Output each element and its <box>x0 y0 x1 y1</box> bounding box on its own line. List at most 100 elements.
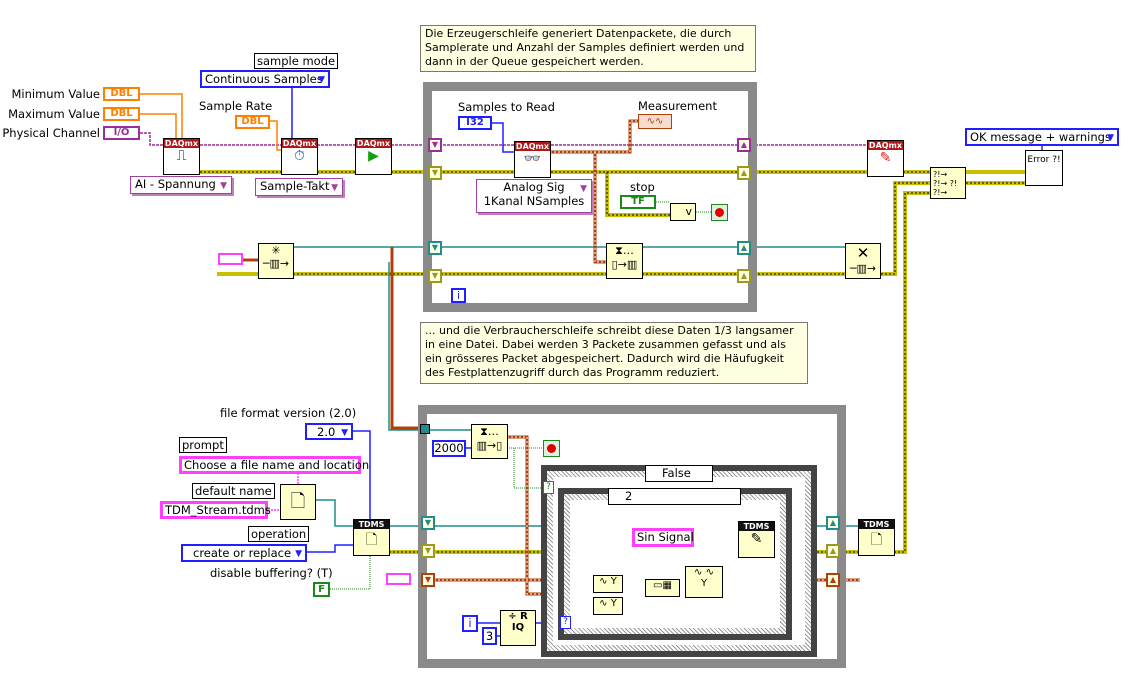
queue-shift-register-left: ▼ <box>428 241 442 255</box>
divisor-constant[interactable]: 3 <box>482 627 497 645</box>
case-selector-inner[interactable]: 2 <box>608 488 741 505</box>
error-shift-register-right-2: ▲ <box>737 269 751 283</box>
comment-consumer: ... und die Verbraucherschleife schreibt… <box>420 322 808 384</box>
tdms-write-node[interactable]: TDMS✎ <box>738 521 775 558</box>
queue-wire <box>293 246 858 527</box>
node-header: TDMS <box>859 520 894 529</box>
queue-tunnel <box>420 424 430 434</box>
producer-while-loop <box>423 82 757 312</box>
daqmx-read-node[interactable]: DAQmx👓 <box>514 141 551 178</box>
error-shift-register-right: ▲ <box>737 166 751 180</box>
simple-error-handler-node[interactable]: Error ?! <box>1025 150 1063 186</box>
sample-mode-constant[interactable]: Continuous Samples <box>200 70 330 88</box>
file-format-label: file format version (2.0) <box>220 406 357 420</box>
prompt-label: prompt <box>179 437 227 453</box>
stop-icon <box>547 444 556 453</box>
error-shift-register-left: ▼ <box>428 166 442 180</box>
close-file-icon: 🗋 <box>870 532 883 548</box>
get-waveform-components-2: ∿ Y <box>593 597 623 615</box>
waveform-icon: ∿∿ <box>646 116 664 127</box>
min-value-label: Minimum Value <box>11 87 100 101</box>
queue-type-constant <box>218 253 243 265</box>
bool-wire <box>330 201 711 590</box>
tdms-open-node[interactable]: TDMS 🗋 <box>353 519 390 556</box>
dequeue-icon: ⧗…▥→▯ <box>476 425 503 452</box>
prompt-constant[interactable]: Choose a file name and location <box>179 456 369 474</box>
min-value-control[interactable]: DBL <box>103 87 140 101</box>
sample-rate-control[interactable]: DBL <box>235 115 270 129</box>
merge-errors-icon: ?!→?!→ ?!?!→ <box>933 170 958 197</box>
release-queue-node[interactable]: ✕─▥→ <box>845 243 881 279</box>
comment-producer: Die Erzeugerschleife generiert Datenpack… <box>420 25 756 72</box>
max-value-label: Maximum Value <box>8 107 100 121</box>
consumer-loop-condition <box>543 440 560 457</box>
daqmx-create-channel-node[interactable]: DAQmx⎍ <box>163 138 200 175</box>
disable-buffering-label: disable buffering? (T) <box>210 566 333 580</box>
tdms-ref-shift-right: ▲ <box>826 516 840 530</box>
play-icon: ▶ <box>368 148 379 164</box>
create-channel-selector[interactable]: AI - Spannung <box>130 176 232 194</box>
task-tunnel-left: ▼ <box>428 138 442 152</box>
default-name-constant[interactable]: TDM_Stream.tdms <box>160 501 271 519</box>
node-header: DAQmx <box>282 139 317 148</box>
error-shift-register-left-2: ▼ <box>428 269 442 283</box>
build-waveform-node: ∿ ∿Y <box>685 566 723 598</box>
disable-buffering-constant[interactable]: F <box>313 582 330 597</box>
enqueue-icon: ⧗…▯→▥ <box>611 244 638 271</box>
create-channel-icon: ⎍ <box>176 148 187 164</box>
merge-errors-node[interactable]: ?!→?!→ ?!?!→ <box>930 167 966 199</box>
error-dialog-mode-constant[interactable]: OK message + warnings <box>965 128 1119 146</box>
pencil-icon: ✎ <box>750 531 763 547</box>
clock-icon: ⏱ <box>294 148 305 164</box>
tdms-close-node[interactable]: TDMS 🗋 <box>858 519 895 556</box>
sample-rate-label: Sample Rate <box>199 99 273 113</box>
obtain-queue-node[interactable]: ✳─▥→ <box>258 243 294 279</box>
task-tunnel-right: ▲ <box>737 138 751 152</box>
node-header: DAQmx <box>356 139 391 148</box>
node-header: TDMS <box>354 520 389 529</box>
daqmx-timing-node[interactable]: DAQmx⏱ <box>281 138 318 175</box>
node-header: DAQmx <box>164 139 199 148</box>
tdms-ref-shift-left: ▼ <box>421 516 435 530</box>
daqmx-start-task-node[interactable]: DAQmx▶ <box>355 138 392 175</box>
file-dialog-icon: 🗋 <box>290 491 306 512</box>
timing-selector[interactable]: Sample-Takt <box>255 178 343 196</box>
task-wire <box>140 132 867 146</box>
timeout-constant[interactable]: 2000 <box>432 440 466 457</box>
read-selector-line2: 1Kanal NSamples <box>483 194 585 208</box>
enqueue-element-node[interactable]: ⧗…▯→▥ <box>606 243 643 279</box>
case-selector-terminal-inner: ? <box>560 616 571 629</box>
stop-button-control[interactable]: TF <box>620 195 656 209</box>
dequeue-element-node[interactable]: ⧗…▥→▯ <box>471 424 508 459</box>
file-format-constant[interactable]: 2.0 <box>305 423 353 440</box>
eraser-icon: ✎ <box>879 150 892 166</box>
waveform-shift-right: ▲ <box>826 573 840 587</box>
node-header: DAQmx <box>868 141 903 150</box>
obtain-queue-icon: ✳─▥→ <box>262 244 290 270</box>
physical-channel-control[interactable]: I/O <box>103 126 140 140</box>
samples-to-read-control[interactable]: I32 <box>458 116 492 130</box>
get-waveform-components-1: ∿ Y <box>593 575 623 593</box>
new-file-icon: 🗋 <box>365 532 378 548</box>
case-selector-outer[interactable]: False <box>645 465 713 482</box>
node-header: TDMS <box>739 522 774 531</box>
default-name-label: default name <box>192 483 275 499</box>
glasses-icon: 👓 <box>523 151 542 167</box>
channel-name-constant[interactable]: Sin Signal <box>632 528 694 547</box>
data-type-constant <box>386 573 411 585</box>
waveform-shift-left: ▼ <box>421 573 435 587</box>
queue-shift-register-right: ▲ <box>737 241 751 255</box>
build-array-node: ▭▦ <box>645 579 680 597</box>
max-value-control[interactable]: DBL <box>103 107 140 121</box>
file-dialog-node[interactable]: 🗋 <box>280 484 316 520</box>
measurement-indicator[interactable]: ∿∿ <box>638 114 672 129</box>
dbl-wire <box>140 93 281 151</box>
daqmx-clear-task-node[interactable]: DAQmx✎ <box>867 140 904 177</box>
stop-icon <box>715 208 724 217</box>
operation-constant[interactable]: create or replace <box>181 544 307 562</box>
release-queue-icon: ✕─▥→ <box>849 244 877 275</box>
physical-channel-label: Physical Channel <box>2 126 100 140</box>
